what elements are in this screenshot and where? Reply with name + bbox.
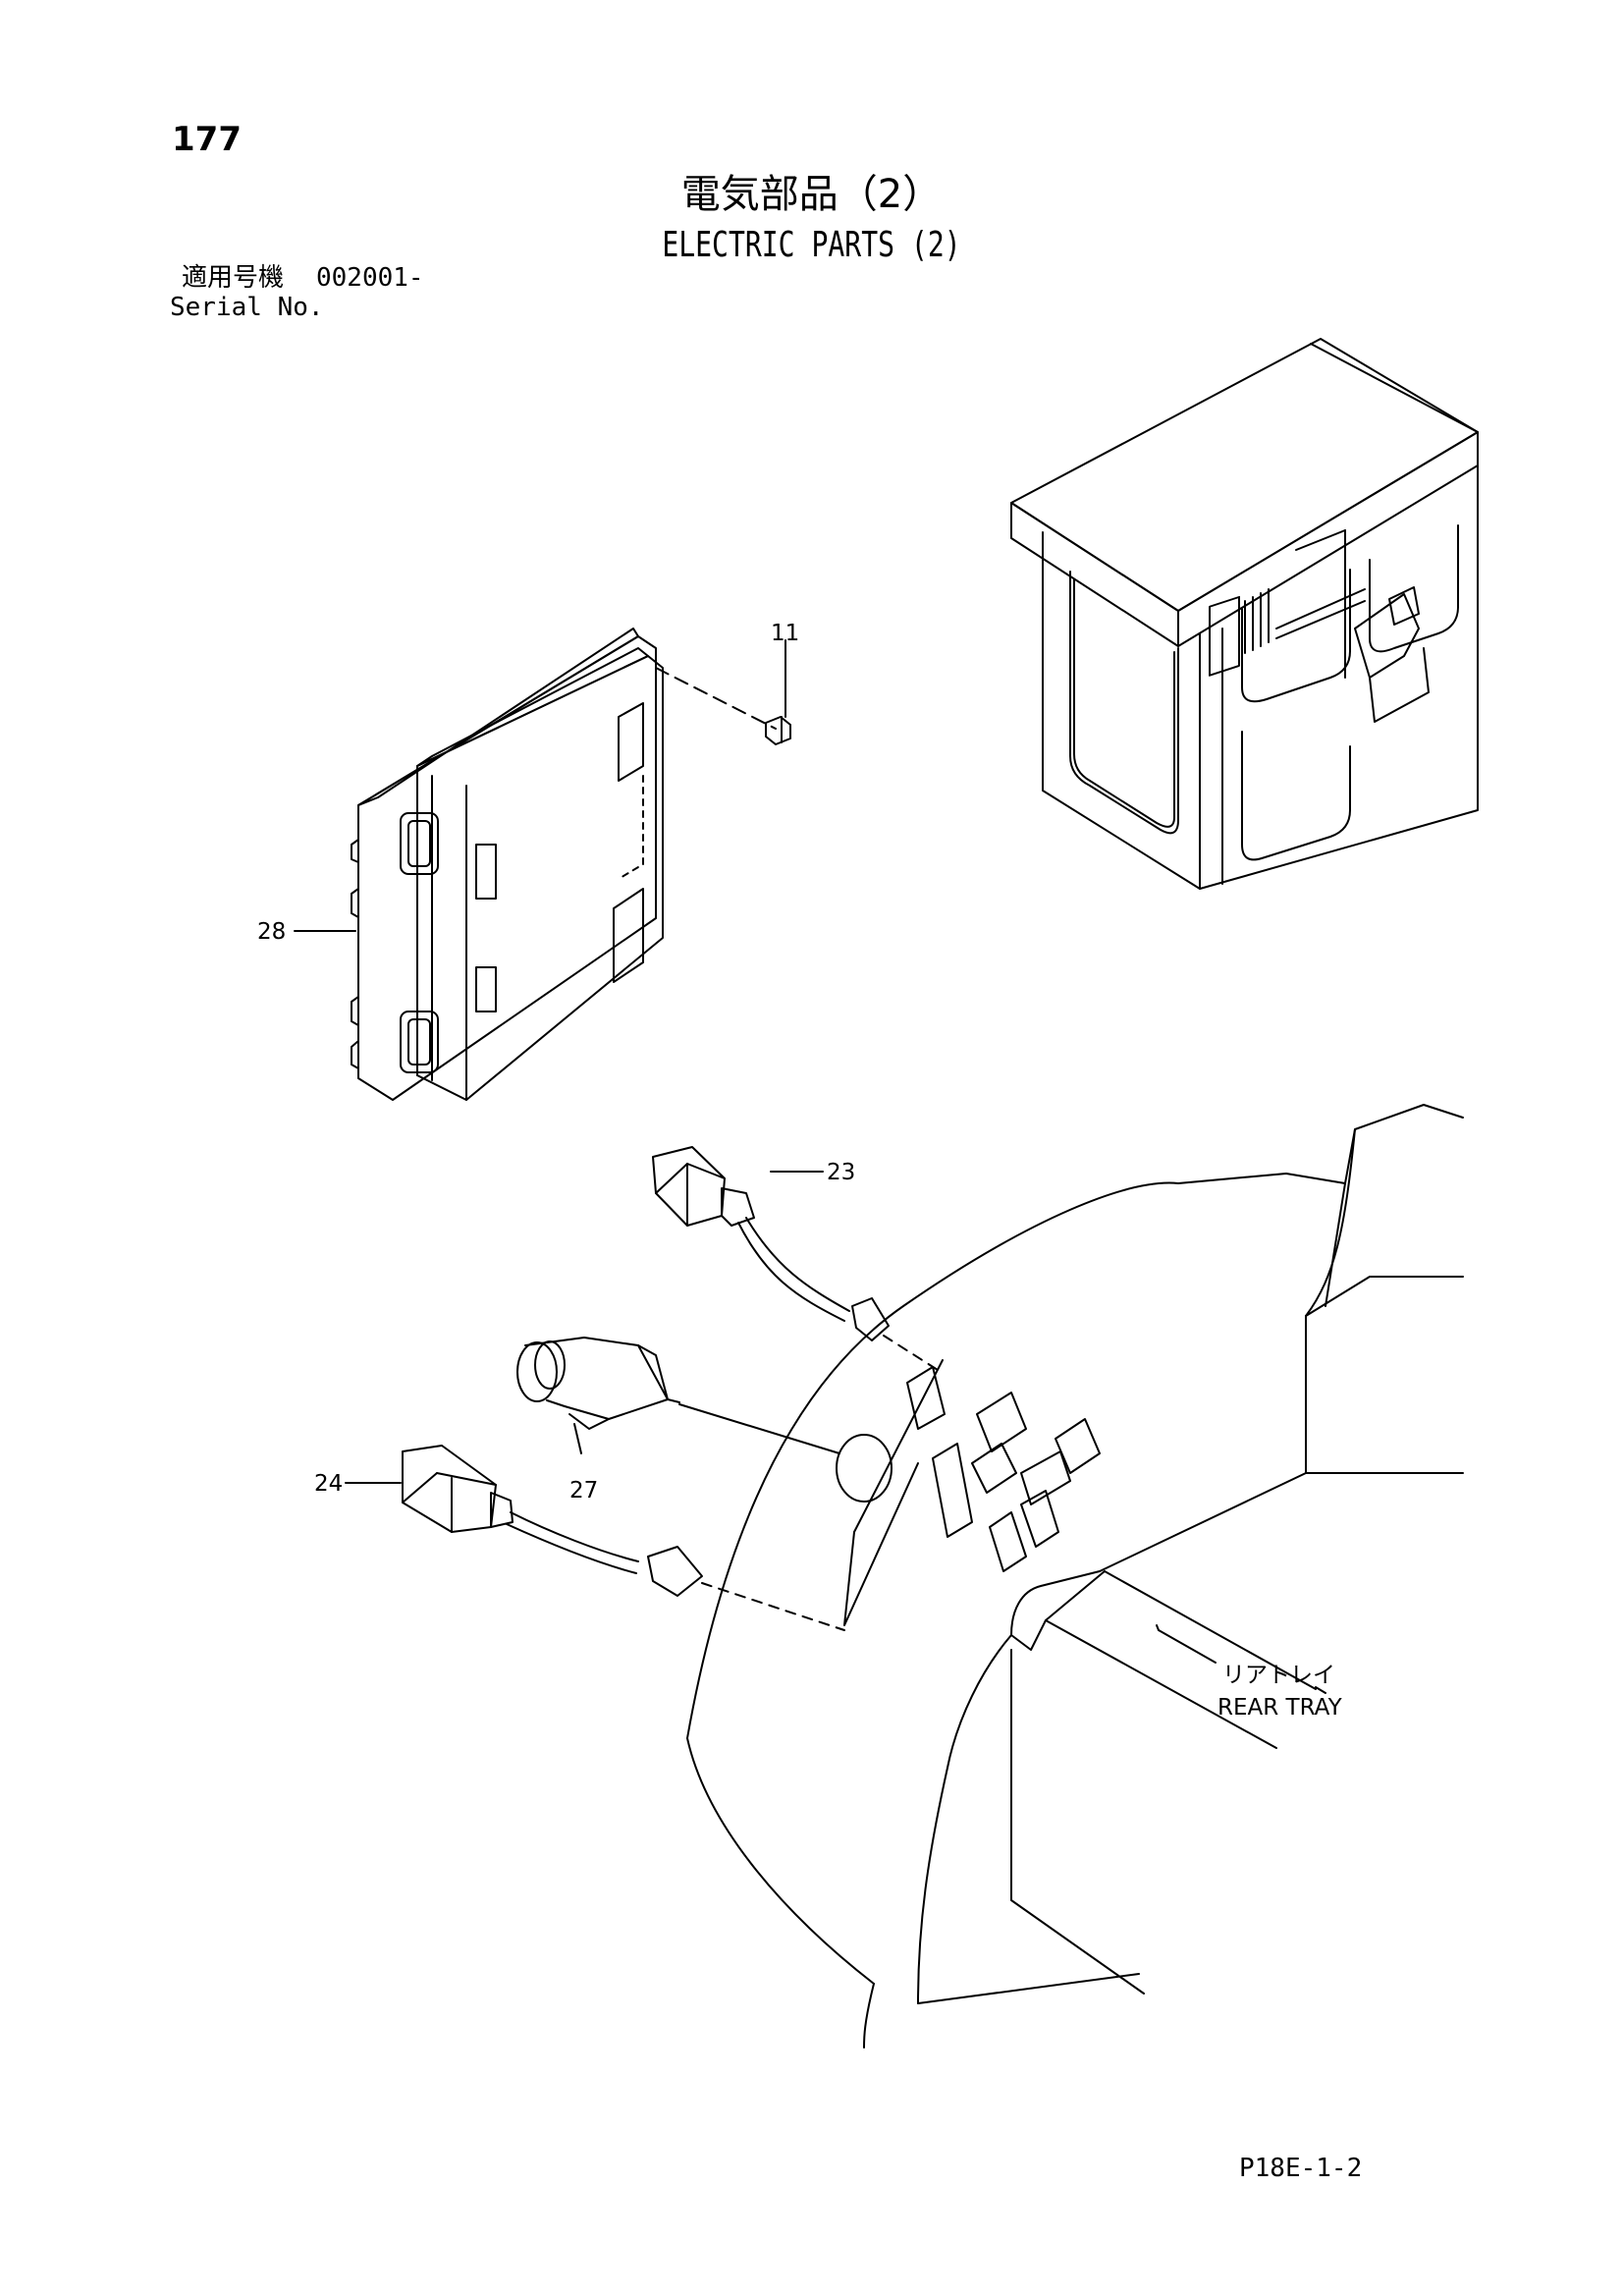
serial-label-japanese: 適用号機 [182,263,285,293]
cab-overview [1010,338,1479,890]
switch-24 [402,1445,845,1631]
controller-box [351,628,664,1101]
callout-23: 23 [827,1160,855,1185]
callout-24: 24 [314,1471,343,1497]
callout-11: 11 [771,621,799,646]
reference-code: P18E-1-2 [1239,2154,1363,2183]
bolt [655,639,791,745]
callout-27: 27 [569,1478,598,1503]
rear-tray-label-japanese: リアトレイ [1222,1663,1335,1688]
lighter-27 [516,1337,840,1454]
rear-tray-label-english: REAR TRAY [1217,1695,1343,1721]
callout-28: 28 [257,919,286,945]
title-japanese: 電気部品（2） [680,172,943,217]
rear-tray-console [686,1104,1464,2049]
serial-range: 002001- [316,263,424,293]
page-number: 177 [172,120,242,159]
title-english: ELECTRIC PARTS (2) [662,225,961,265]
serial-label-english: Serial No. [170,293,324,322]
switch-23 [652,1146,939,1371]
